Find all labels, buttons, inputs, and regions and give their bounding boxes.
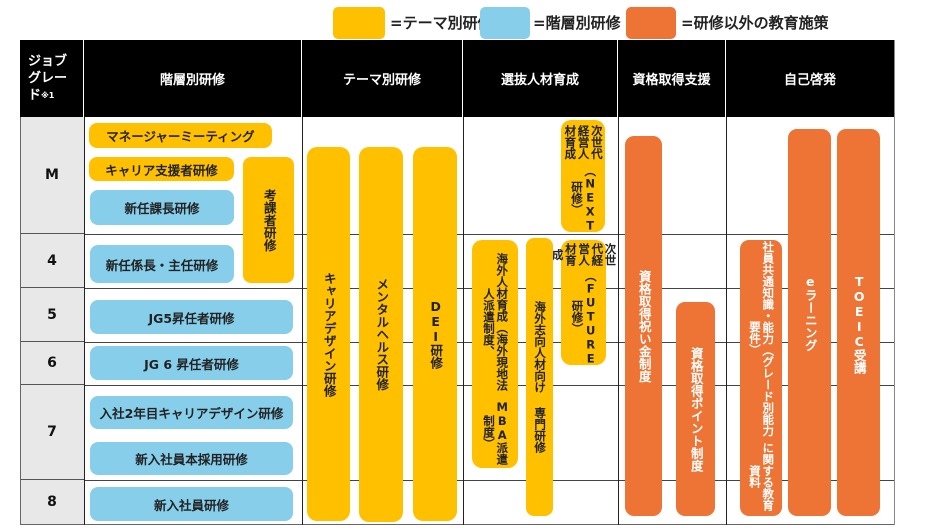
program-mental-health-training[interactable]: メンタルヘルス研修 (359, 147, 403, 522)
grade-cell-4: 4 (20, 234, 84, 288)
legend-label-other: =研修以外の教育施策 (681, 14, 829, 32)
col-divider (726, 117, 727, 525)
program-evaluator-training[interactable]: 考課者研修 (243, 157, 294, 283)
footnote-mark: ※1 (41, 91, 55, 100)
header-qualification-support: 資格取得支援 (618, 40, 726, 117)
program-new-section-manager-training[interactable]: 新任課長研修 (90, 190, 234, 225)
legend-swatch-theme-icon (333, 7, 385, 39)
program-career-supporter-training[interactable]: キャリア支援者研修 (89, 157, 234, 181)
grade-cell-m: M (20, 117, 84, 234)
col-divider (84, 117, 85, 525)
header-grade-label: ジョブグレード※1 (28, 54, 68, 103)
row-divider (84, 234, 895, 235)
program-new-employee-training[interactable]: 新入社員研修 (90, 487, 293, 521)
grade-cell-8: 8 (20, 480, 84, 525)
program-qualification-bonus[interactable]: 資格取得祝い金制度 (625, 136, 662, 516)
header-selected-talent: 選抜人材育成 (463, 40, 618, 117)
header-tiered-training: 階層別研修 (84, 40, 302, 117)
program-future-leadership-development[interactable]: 次世代経営人材育成 （FUTURE研修） (551, 240, 618, 366)
legend-swatch-other-icon (626, 7, 676, 39)
program-toeic[interactable]: TOEIC受講 (837, 129, 880, 516)
program-global-title: 海外人材育成（海外現地法人派遣制度、 (482, 253, 510, 392)
program-qualification-points[interactable]: 資格取得ポイント制度 (676, 302, 715, 516)
program-future-subtitle: （FUTURE研修） (570, 269, 598, 366)
program-next-leadership-development[interactable]: 次世代経営人材育成 （NEXT研修） (561, 120, 605, 232)
header-theme-training: テーマ別研修 (302, 40, 463, 117)
program-common-knowledge-materials[interactable]: 社員共通知識・能力（グレード別能力要件） に関する教育資料 (740, 240, 782, 516)
row-divider (84, 480, 895, 481)
program-jg6-promotion-training[interactable]: JG 6 昇任者研修 (90, 346, 293, 380)
program-next-title: 次世代経営人材育成 (563, 125, 604, 160)
header-grade: ジョブグレード※1 (20, 40, 84, 117)
program-future-title: 次世代経営人材育成 (550, 243, 618, 267)
program-career-design-training[interactable]: キャリアデザイン研修 (307, 147, 350, 521)
grade-cell-5: 5 (20, 288, 84, 342)
col-divider (618, 117, 619, 525)
program-manager-meeting[interactable]: マネージャーミーティング (89, 123, 272, 148)
program-dei-training[interactable]: DEI研修 (413, 147, 457, 521)
table-left-border (20, 117, 21, 525)
table-right-border (894, 117, 895, 525)
program-global-talent-development[interactable]: 海外人材育成（海外現地法人派遣制度、 MBA派遣制度） (472, 240, 518, 468)
program-global-subtitle: MBA派遣制度） (482, 399, 510, 465)
header-self-development: 自己啓発 (726, 40, 895, 117)
table-bottom-border (20, 524, 895, 525)
grade-cell-7: 7 (20, 385, 84, 480)
program-second-year-career-design[interactable]: 入社2年目キャリアデザイン研修 (90, 396, 293, 429)
program-e-learning[interactable]: eラーニング (788, 129, 831, 516)
program-next-subtitle: （NEXT研修） (570, 164, 598, 233)
col-divider (463, 117, 464, 525)
program-new-chief-training[interactable]: 新任係長・主任研修 (90, 245, 234, 283)
program-common-knowledge-subtitle: に関する教育資料 (748, 442, 776, 512)
program-global-oriented-specialist-training[interactable]: 海外志向人材向け 専門研修 (526, 238, 553, 516)
legend-label-theme: =テーマ別研修 (390, 14, 493, 32)
program-common-knowledge-title: 社員共通知識・能力（グレード別能力要件） (748, 240, 776, 437)
grade-cell-6: 6 (20, 342, 84, 385)
legend-swatch-tiered-icon (480, 7, 530, 39)
col-divider (302, 117, 303, 525)
program-jg5-promotion-training[interactable]: JG5昇任者研修 (90, 300, 293, 334)
legend-label-tiered: =階層別研修 (533, 14, 621, 32)
program-new-employee-formal-hire[interactable]: 新入社員本採用研修 (90, 442, 293, 475)
